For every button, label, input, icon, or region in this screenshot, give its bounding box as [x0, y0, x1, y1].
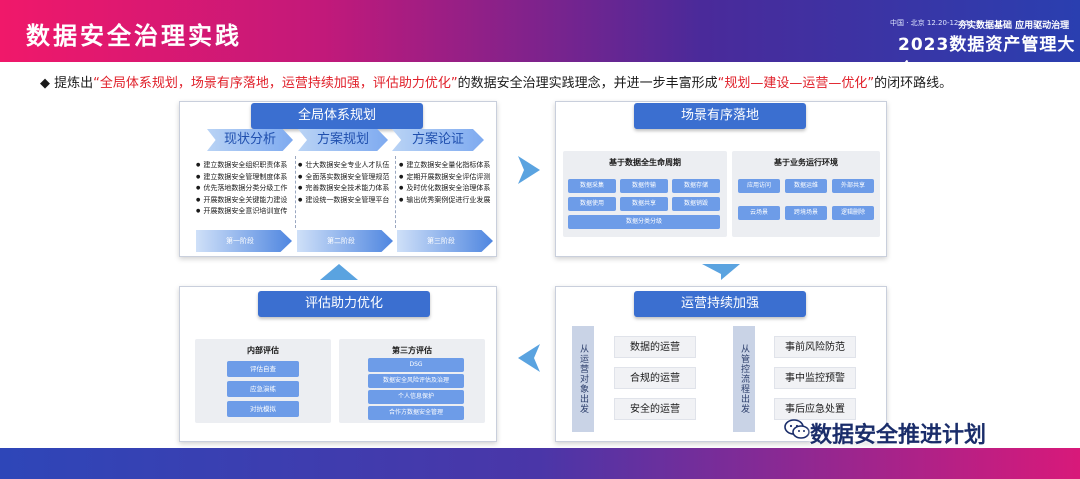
arrow-left-icon: [518, 344, 540, 372]
business-env-heading: 基于业务运行环境: [774, 158, 838, 167]
chip-logical-delete: 逻辑删除: [832, 206, 874, 220]
lifecycle-heading: 基于数据全生命周期: [609, 158, 681, 167]
chip-dsg: DSG: [368, 358, 464, 372]
operation-process-label: 从管控流程出发: [733, 326, 755, 432]
list-item: 全面落实数据安全管理规范: [298, 172, 394, 184]
chip-risk-assessment: 数据安全风险评估及治理: [368, 374, 464, 388]
chip-data-collection: 数据采集: [568, 179, 616, 193]
chip-data-sharing: 数据共享: [620, 197, 668, 211]
op-item-data: 数据的运营: [614, 336, 696, 358]
intro-text: ◆ 提炼出“全局体系规划，场景有序落地，运营持续加强，评估助力优化”的数据安全治…: [40, 72, 1060, 91]
chip-data-destruction: 数据销毁: [672, 197, 720, 211]
chip-drill: 应急演练: [227, 381, 299, 397]
phase-1-tasks: 建立数据安全组织职责体系 建立数据安全管理制度体系 优先落地数据分类分级工作 开…: [196, 160, 292, 218]
intro-tail: 的闭环路线。: [874, 76, 953, 91]
arrow-up-icon: [320, 264, 358, 280]
op-item-compliance: 合规的运营: [614, 367, 696, 389]
stage-3-arrow: 第三阶段: [397, 230, 493, 252]
intro-middle: 的数据安全治理实践理念，并进一步丰富形成: [457, 76, 718, 91]
step-plan-design: 方案规划: [298, 129, 388, 151]
operation-title: 运营持续加强: [634, 291, 806, 317]
step-current-analysis: 现状分析: [207, 129, 293, 151]
list-item: 壮大数据安全专业人才队伍: [298, 160, 394, 172]
list-item: 完善数据安全技术能力体系: [298, 183, 394, 195]
chip-external-share: 外部共享: [832, 179, 874, 193]
planning-title: 全局体系规划: [251, 103, 423, 129]
list-item: 开展数据安全意识培训宣传: [196, 206, 292, 218]
wechat-icon: [784, 419, 810, 439]
phase-2-tasks: 壮大数据安全专业人才队伍 全面落实数据安全管理规范 完善数据安全技术能力体系 建…: [298, 160, 394, 206]
chip-personal-info: 个人信息保护: [368, 390, 464, 404]
chip-data-use: 数据使用: [568, 197, 616, 211]
evaluation-title: 评估助力优化: [258, 291, 430, 317]
chip-data-ops: 数据运维: [785, 179, 827, 193]
stage-1-arrow: 第一阶段: [196, 230, 292, 252]
arrow-down-icon: [702, 264, 740, 280]
list-item: 建设统一数据安全管理平台: [298, 195, 394, 207]
intro-lead: ◆ 提炼出: [40, 76, 94, 91]
list-item: 建立数据安全组织职责体系: [196, 160, 292, 172]
step-plan-validation: 方案论证: [392, 129, 484, 151]
chip-cloud: 云场景: [738, 206, 780, 220]
third-party-eval-heading: 第三方评估: [392, 346, 432, 355]
list-item: 开展数据安全关键能力建设: [196, 195, 292, 207]
list-item: 建立数据安全管理制度体系: [196, 172, 292, 184]
op-item-emergency: 事后应急处置: [774, 398, 856, 420]
chip-adversarial: 对抗模拟: [227, 401, 299, 417]
footer-banner: [0, 448, 1080, 479]
intro-highlight-1: “全局体系规划，场景有序落地，运营持续加强，评估助力优化”: [93, 76, 458, 91]
op-item-security: 安全的运营: [614, 398, 696, 420]
chip-data-storage: 数据存储: [672, 179, 720, 193]
chip-data-transfer: 数据传输: [620, 179, 668, 193]
conference-name: 2023数据资产管理大会: [898, 35, 1076, 80]
chip-app-access: 应用访问: [738, 179, 780, 193]
divider: [295, 156, 296, 228]
chip-data-classification: 数据分类分级: [568, 215, 720, 229]
op-item-prevention: 事前风险防范: [774, 336, 856, 358]
list-item: 及时优化数据安全治理体系: [399, 183, 495, 195]
list-item: 输出优秀案例促进行业发展: [399, 195, 495, 207]
internal-eval-heading: 内部评估: [247, 346, 279, 355]
divider: [395, 156, 396, 228]
conference-tagline: 夯实数据基础 应用驱动治理: [958, 21, 1070, 31]
arrow-right-icon: [518, 156, 540, 184]
phase-3-tasks: 建立数据安全量化指标体系 定期开展数据安全评估评测 及时优化数据安全治理体系 输…: [399, 160, 495, 206]
chip-partner-security: 合作方数据安全管理: [368, 406, 464, 420]
op-item-monitoring: 事中监控预警: [774, 367, 856, 389]
list-item: 建立数据安全量化指标体系: [399, 160, 495, 172]
intro-highlight-2: “规划—建设—运营—优化”: [717, 76, 875, 91]
stage-2-arrow: 第二阶段: [297, 230, 393, 252]
chip-cross-border: 跨境场景: [785, 206, 827, 220]
watermark-text: 数据安全推进计划: [810, 423, 987, 448]
business-env-group: [732, 151, 880, 237]
scenario-title: 场景有序落地: [634, 103, 806, 129]
page-title: 数据安全治理实践: [26, 22, 242, 50]
conference-date: 中国 · 北京 12.20-12.21: [890, 19, 970, 27]
chip-self-check: 评估自查: [227, 361, 299, 377]
header-banner: 数据安全治理实践 中国 · 北京 12.20-12.21 夯实数据基础 应用驱动…: [0, 0, 1080, 80]
operation-object-label: 从运营对象出发: [572, 326, 594, 432]
list-item: 优先落地数据分类分级工作: [196, 183, 292, 195]
list-item: 定期开展数据安全评估评测: [399, 172, 495, 184]
